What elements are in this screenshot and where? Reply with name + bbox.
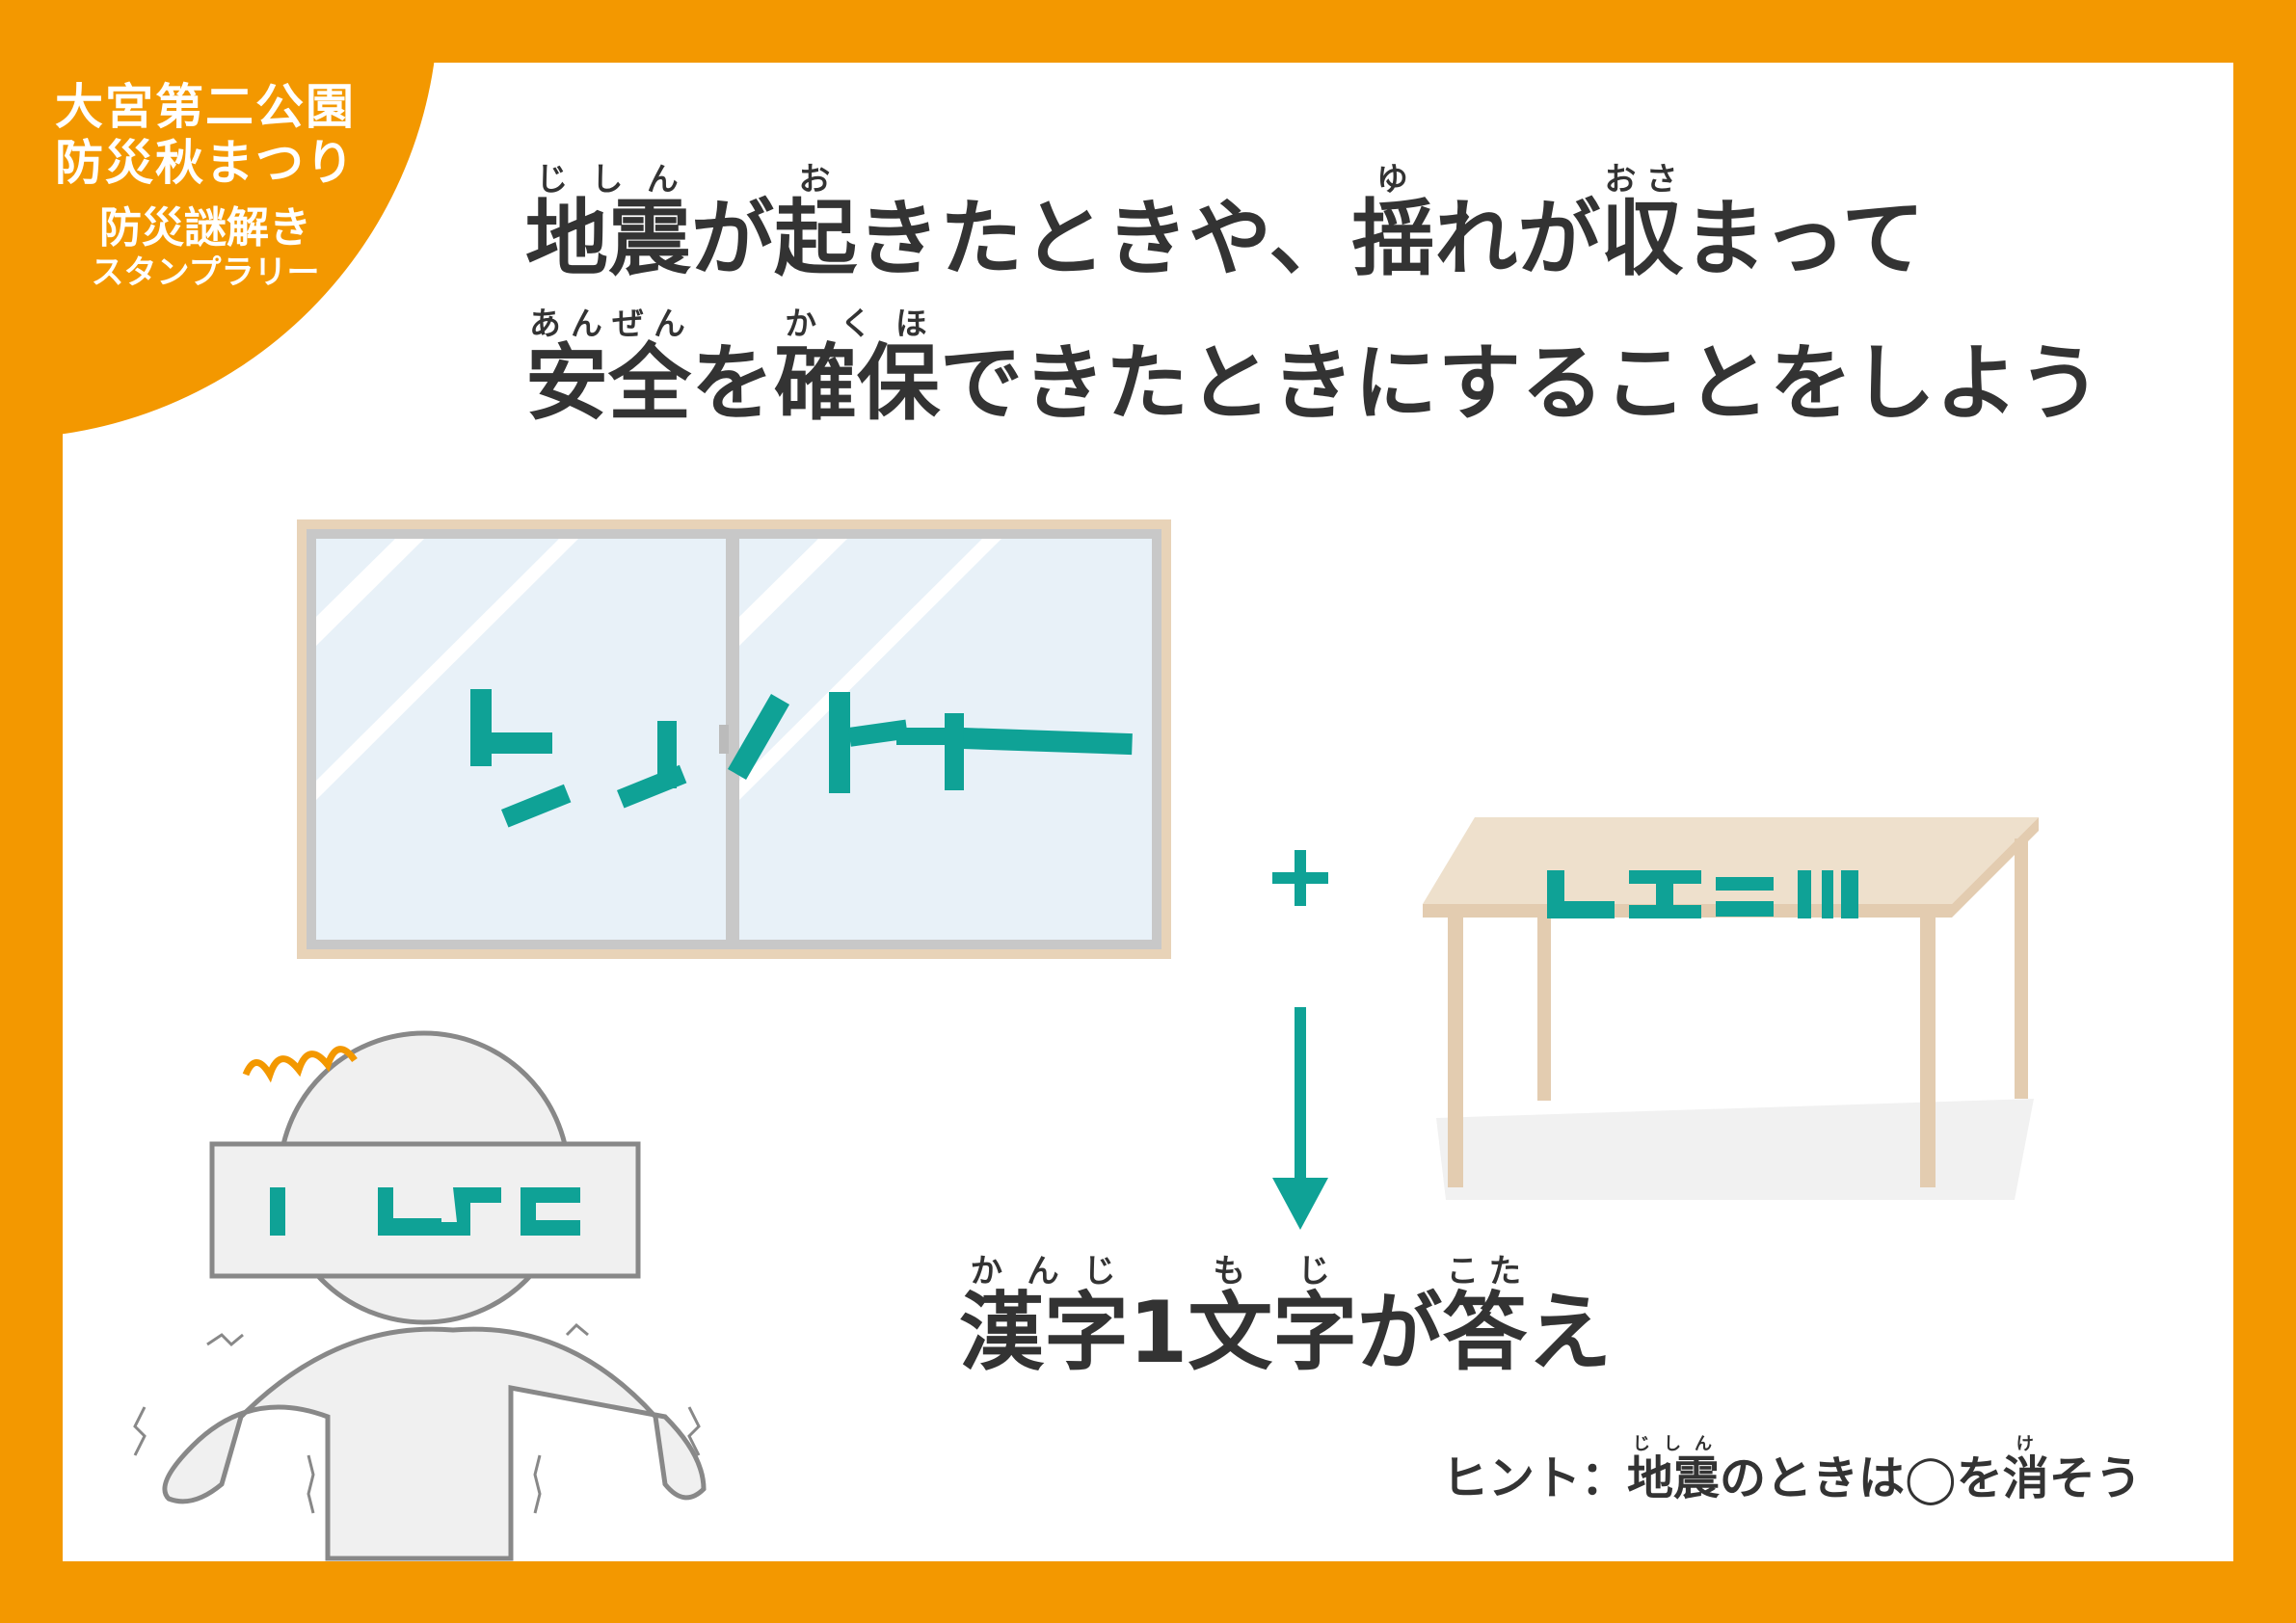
- shaking-person-image: [133, 1030, 707, 1561]
- ruby-word: 消け: [2002, 1434, 2049, 1505]
- ruby-base: 確保: [774, 335, 940, 432]
- ruby-base: 安全: [525, 335, 691, 432]
- arrow-down-icon: [1272, 1007, 1328, 1230]
- furigana: おさ: [1600, 161, 1684, 198]
- text-segment: え: [1527, 1283, 1613, 1382]
- logo-stamp-rally: スタンプラリー: [91, 253, 320, 292]
- text-segment: まって: [1683, 191, 1925, 287]
- ruby-base: 収: [1600, 191, 1684, 287]
- ruby-word: 揺ゆ: [1351, 161, 1435, 287]
- ruby-word: 収おさ: [1600, 161, 1684, 287]
- ruby-base: 起: [774, 191, 857, 287]
- text-segment: きたときや、: [857, 191, 1352, 287]
- logo-park-name: 大宮第二公園: [55, 79, 356, 135]
- ruby-word: 確保かくほ: [774, 306, 940, 432]
- text-segment: できたときにすることをしよう: [940, 335, 2101, 432]
- ruby-word: 文字もじ: [1188, 1252, 1358, 1382]
- furigana: じしん: [525, 161, 691, 198]
- event-logo: 大宮第二公園 防災秋まつり 防災謎解き スタンプラリー: [46, 79, 364, 293]
- furigana: お: [774, 161, 857, 198]
- text-segment: を: [691, 335, 774, 432]
- plus-icon: [1272, 850, 1328, 906]
- ruby-base: 地震: [525, 191, 691, 287]
- question-line-2: 安全あんぜんを確保かくほできたときにすることをしよう: [525, 306, 2101, 436]
- ruby-base: 漢字: [959, 1283, 1130, 1382]
- ruby-base: 揺: [1351, 191, 1435, 287]
- text-segment: れが: [1434, 191, 1601, 287]
- ruby-base: 文字: [1188, 1283, 1358, 1382]
- furigana: かくほ: [774, 306, 940, 342]
- ruby-word: 漢字かんじ: [959, 1252, 1130, 1382]
- answer-instruction: 漢字かんじ1文字もじが答こたえ: [959, 1252, 1613, 1387]
- ruby-word: 地震じしん: [1627, 1434, 1721, 1505]
- furigana: け: [2002, 1434, 2049, 1454]
- question-line-1: 地震じしんが起おきたときや、揺ゆれが収おさまって: [525, 161, 1925, 291]
- ruby-word: 地震じしん: [525, 161, 691, 287]
- ruby-word: 起お: [774, 161, 857, 287]
- furigana: もじ: [1188, 1252, 1358, 1290]
- window-puzzle-fragments: [470, 689, 1133, 828]
- furigana: こた: [1442, 1252, 1528, 1290]
- ruby-word: 安全あんぜん: [525, 306, 691, 432]
- ruby-base: 地震: [1627, 1451, 1721, 1505]
- logo-event-name: 防災秋まつり: [55, 135, 356, 191]
- furigana: あんぜん: [525, 306, 691, 342]
- furigana: じしん: [1627, 1434, 1721, 1454]
- text-segment: が: [1357, 1283, 1443, 1382]
- ruby-base: 答: [1442, 1283, 1528, 1382]
- text-segment: 1: [1129, 1283, 1188, 1382]
- text-segment: そう: [2048, 1451, 2142, 1505]
- furigana: ゆ: [1351, 161, 1435, 198]
- text-segment: が: [691, 191, 774, 287]
- table-image: [1423, 817, 2039, 1200]
- table-puzzle-fragments: [1547, 870, 1858, 918]
- ruby-word: 答こた: [1442, 1252, 1528, 1382]
- logo-subtitle: 防災謎解き: [99, 203, 311, 253]
- hint-text: ヒント：地震じしんのときは◯を消けそう: [1442, 1434, 2142, 1507]
- text-segment: ヒント：: [1442, 1451, 1628, 1505]
- ruby-base: 消: [2002, 1451, 2049, 1505]
- furigana: かんじ: [959, 1252, 1129, 1290]
- face-puzzle-fragments: [270, 1187, 580, 1236]
- text-segment: のときは◯を: [1720, 1451, 2003, 1505]
